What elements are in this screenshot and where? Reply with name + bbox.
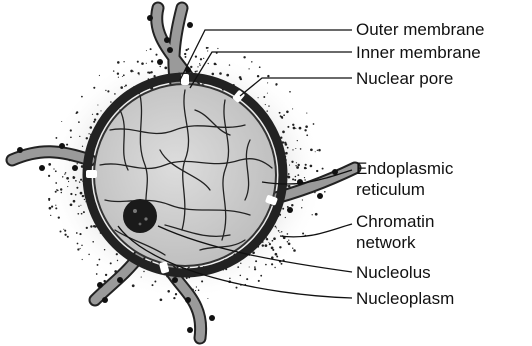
- nucleoplasm-label: Nucleoplasm: [356, 289, 454, 308]
- nuclear-pore-label: Nuclear pore: [356, 69, 453, 88]
- chromatin-network-label-line1: Chromatin: [356, 212, 434, 231]
- outer-membrane-label: Outer membrane: [356, 20, 485, 39]
- nucleolus: [123, 199, 157, 233]
- nucleolus-label: Nucleolus: [356, 263, 431, 282]
- inner-membrane-label: Inner membrane: [356, 43, 481, 62]
- endoplasmic-reticulum-label-line2: reticulum: [356, 180, 425, 199]
- chromatin-network-label-line2: network: [356, 233, 416, 252]
- endoplasmic-reticulum-label-line1: Endoplasmic: [356, 159, 453, 178]
